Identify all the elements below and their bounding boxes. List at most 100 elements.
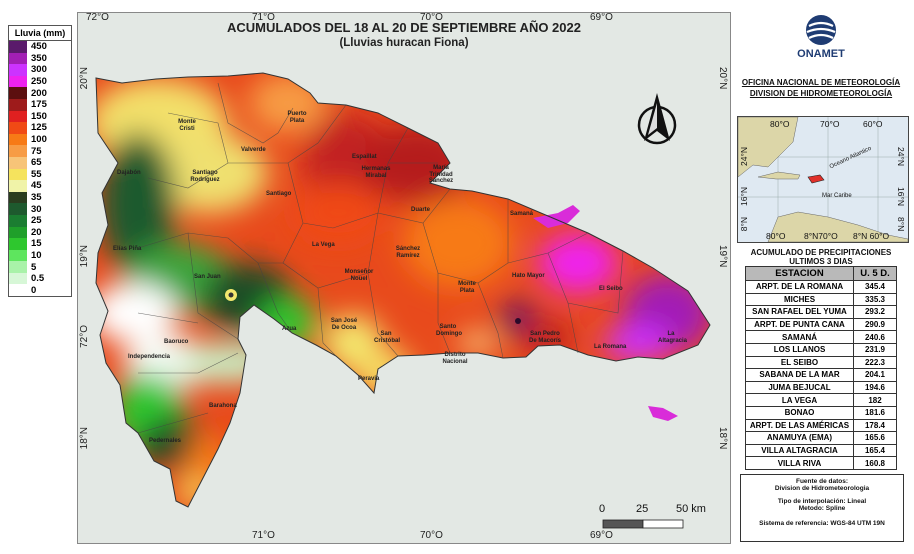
- place-label: María Trinidad Sánchez: [428, 165, 454, 184]
- legend-label: 175: [31, 99, 47, 111]
- legend-swatch: [9, 249, 27, 262]
- legend-row: 35: [9, 191, 71, 204]
- place-label: Azua: [282, 326, 297, 332]
- station-value: 204.1: [853, 368, 897, 382]
- coord-top-71: 71°O: [252, 12, 275, 23]
- station-value: 293.2: [853, 305, 897, 319]
- station-value: 165.4: [853, 443, 897, 458]
- legend-row: 20: [9, 226, 71, 239]
- place-label: Espaillat: [352, 154, 377, 160]
- source-line-4: Metodo: Spline: [798, 505, 846, 512]
- source-line-2: Division de Hidrometeorologia: [774, 485, 870, 492]
- legend-label: 25: [31, 215, 42, 227]
- station-value: 231.9: [853, 342, 897, 357]
- station-name: MICHES: [745, 292, 854, 307]
- station-name: ARPT. DE LAS AMÉRICAS: [745, 418, 854, 433]
- place-label: Dajabón: [117, 170, 141, 176]
- source-line-1: Fuente de datos:: [795, 478, 848, 485]
- inset-lon-bottom-80: 80°O: [766, 231, 786, 241]
- province-boundaries: [137, 82, 624, 434]
- place-label: Puerto Plata: [287, 111, 307, 124]
- map-graphic: [95, 72, 711, 529]
- saona-island: [648, 406, 678, 421]
- place-label: La Romana: [594, 344, 627, 350]
- legend-row: 30: [9, 203, 71, 215]
- station-name: VILLA RIVA: [745, 456, 854, 470]
- legend-swatch: [9, 226, 27, 239]
- legend-row: 150: [9, 110, 71, 123]
- legend-row: 175: [9, 98, 71, 111]
- place-label: La Vega: [312, 242, 335, 248]
- station-name: ANAMUYA (EMA): [745, 431, 854, 445]
- station-value: 165.6: [853, 431, 897, 445]
- inset-lat-right-8: 8°N: [896, 217, 906, 232]
- legend-row: 55: [9, 168, 71, 181]
- place-label: Santo Domingo: [436, 324, 462, 337]
- legend-swatch: [9, 156, 27, 169]
- station-name: JUMA BEJUCAL: [745, 380, 854, 395]
- place-label: San Pedro De Macorís: [528, 331, 561, 344]
- station-value: 178.4: [853, 418, 897, 433]
- legend-label: 35: [31, 192, 42, 204]
- legend-row: 45: [9, 180, 71, 192]
- place-label: El Seibo: [599, 286, 623, 292]
- legend-row: 65: [9, 156, 71, 169]
- legend-label: 0: [31, 284, 37, 296]
- legend-row: 5: [9, 261, 71, 273]
- inset-lon-top-60: 60°O: [863, 119, 883, 129]
- header-station: ESTACION: [745, 266, 854, 281]
- station-value: 182: [853, 393, 897, 407]
- legend-swatch: [9, 261, 27, 273]
- station-name: SAN RAFAEL DEL YUMA: [745, 305, 854, 319]
- source-line-5: Sistema de referencia: WGS-84 UTM 19N: [759, 520, 885, 527]
- legend-swatch: [9, 191, 27, 204]
- place-label: Samaná: [510, 211, 534, 217]
- rainfall-surface: [96, 73, 710, 507]
- station-value: 222.3: [853, 355, 897, 370]
- station-name: LOS LLANOS: [745, 342, 854, 357]
- legend-swatch: [9, 145, 27, 157]
- station-name: SABANA DE LA MAR: [745, 368, 854, 382]
- precip-table-title-line1: ACUMULADO DE PRECIPITACIONES: [750, 248, 892, 257]
- legend-swatch: [9, 122, 27, 134]
- place-label: Santiago Rodríguez: [190, 170, 220, 183]
- precip-table-title: ACUMULADO DE PRECIPITACIONES ULTIMOS 3 D…: [733, 248, 909, 266]
- onamet-logo-icon: [806, 15, 836, 45]
- legend-row: 300: [9, 64, 71, 76]
- station-name: VILLA ALTAGRACIA: [745, 443, 854, 458]
- legend-label: 20: [31, 226, 42, 238]
- legend-swatch: [9, 98, 27, 111]
- place-label: Peravia: [358, 376, 380, 382]
- legend-row: 125: [9, 122, 71, 134]
- legend-label: 75: [31, 145, 42, 157]
- coord-top-69: 69°O: [590, 12, 613, 23]
- legend-label: 5: [31, 261, 37, 273]
- place-label: Baoruco: [164, 339, 189, 345]
- inset-lon-bottom-60: 8°N 60°O: [853, 231, 890, 241]
- scale-label-25: 25: [636, 503, 649, 515]
- legend-label: 300: [31, 64, 47, 76]
- locator-inset-map: 80°O 70°O 60°O 80°O 8°N70°O 8°N 60°O 24°…: [737, 116, 909, 243]
- precip-table-title-line2: ULTIMOS 3 DIAS: [789, 257, 853, 266]
- place-label: Hato Mayor: [512, 273, 545, 279]
- legend-label: 125: [31, 122, 47, 134]
- station-value: 335.3: [853, 292, 897, 307]
- legend-row: 200: [9, 87, 71, 99]
- legend-label: 45: [31, 180, 42, 192]
- station-name: EL SEIBO: [745, 355, 854, 370]
- station-value: 290.9: [853, 317, 897, 332]
- station-name: SAMANÁ: [745, 330, 854, 344]
- legend-swatch: [9, 284, 27, 297]
- inset-lat-left-24: 24°N: [739, 147, 749, 166]
- station-value: 240.6: [853, 330, 897, 344]
- legend-row: 25: [9, 214, 71, 227]
- rainfall-map[interactable]: ACUMULADOS DEL 18 AL 20 DE SEPTIEMBRE AÑ…: [77, 12, 731, 544]
